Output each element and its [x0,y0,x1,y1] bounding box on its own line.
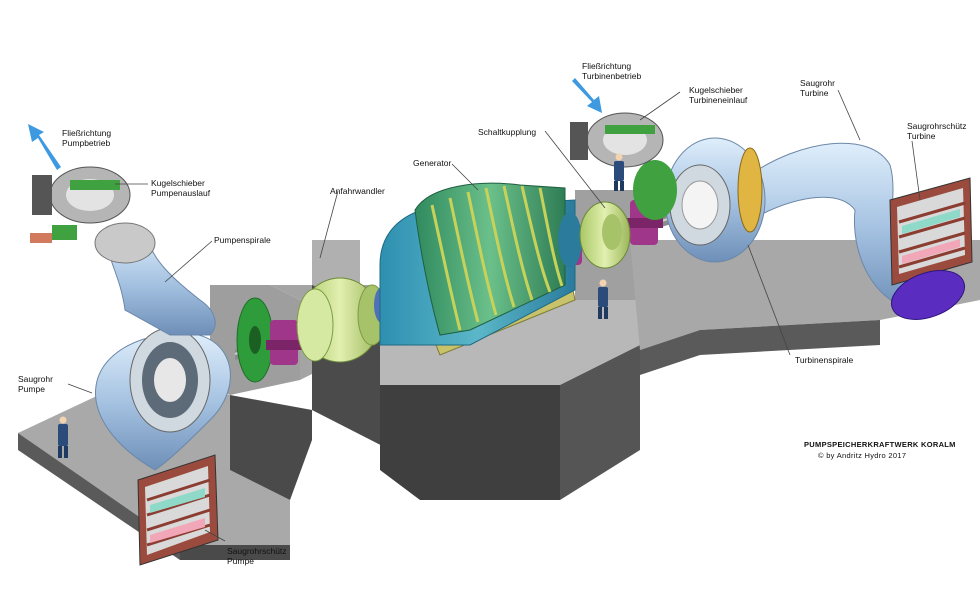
worker-generator [598,279,608,319]
generator [379,182,582,356]
label-valve-pump: Kugelschieber Pumpenauslauf [151,178,211,198]
turbine-unit [570,112,973,320]
credit-copyright: © by Andritz Hydro 2017 [818,451,907,460]
label-gate-pump: Saugrohrschütz Pumpe [227,546,287,566]
label-spiral-pump: Pumpenspirale [214,235,271,245]
label-gate-turbine: Saugrohrschütz Turbine [907,121,967,141]
ball-valve-turbine [570,112,664,168]
label-flow-turbine: Fließrichtung Turbinenbetrieb [582,61,642,81]
label-draft-tube-turbine: Saugrohr Turbine [800,78,835,98]
ball-valve-pump [30,166,131,243]
arrow-turbine-flow [572,78,602,113]
label-draft-tube-pump: Saugrohr Pumpe [18,374,53,394]
pump-unit [30,166,231,566]
pump-runner [129,327,211,433]
worker-turbine-deck [614,153,624,191]
bearing-1 [266,320,302,365]
worker-pump [58,416,68,458]
label-spiral-turbine: Turbinenspirale [795,355,854,365]
credit-title: PUMPSPEICHERKRAFTWERK KORALM [804,440,956,449]
outlet-disc [891,270,965,320]
gate-pump [137,454,219,566]
gate-turbine [889,177,973,286]
label-starting-converter: Anfahrwandler [330,186,385,196]
label-flow-pump: Fließrichtung Pumpbetrieb [62,128,112,148]
label-valve-turbine: Kugelschieber Turbineneinlauf [689,85,748,105]
label-generator: Generator [413,158,452,168]
label-clutch: Schaltkupplung [478,127,537,137]
clutch [579,201,631,269]
generator-ribs [430,185,564,331]
arrow-pump-flow [28,124,61,170]
leader-lines [67,89,921,542]
